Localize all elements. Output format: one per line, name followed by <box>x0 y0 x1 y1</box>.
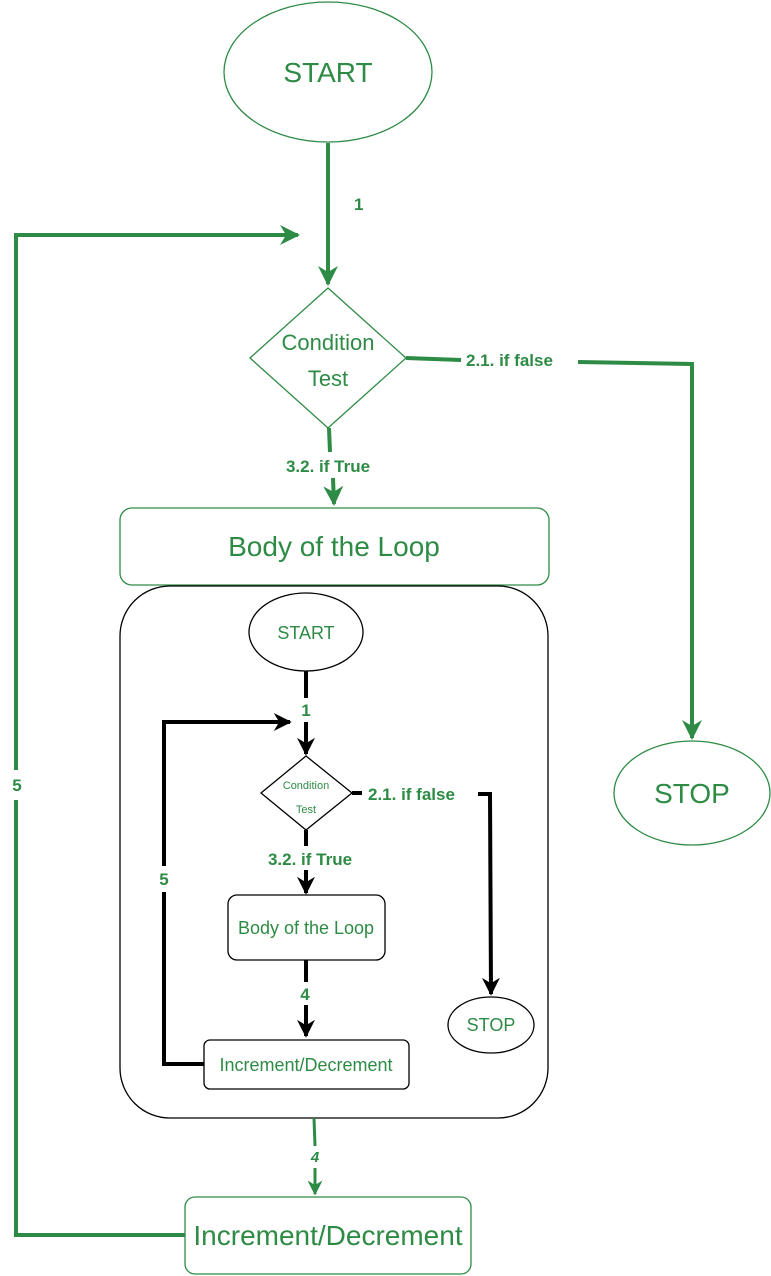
outer-edge-1-label: 1 <box>354 195 363 214</box>
outer-edge-true-label: 3.2. if True <box>286 457 370 476</box>
outer-edge-true-arrow <box>323 477 344 506</box>
inner-condition-label-1: Condition <box>283 780 329 792</box>
outer-edge-5-lower <box>14 800 185 1237</box>
outer-condition-label-2: Test <box>308 366 348 391</box>
inner-stop-label: STOP <box>467 1015 516 1035</box>
inner-condition-node: Condition Test <box>259 755 354 831</box>
inner-edge-false-to-stop <box>478 792 500 996</box>
outer-condition-node: Condition Test <box>249 287 407 429</box>
outer-increment-node: Increment/Decrement <box>184 1196 472 1275</box>
inner-increment-node: Increment/Decrement <box>203 1039 410 1090</box>
inner-body-label: Body of the Loop <box>238 918 374 938</box>
inner-edge-1-label: 1 <box>301 701 310 720</box>
inner-edge-5-lower <box>162 892 204 1066</box>
inner-loop-container <box>119 585 549 1119</box>
inner-condition-label-2: Test <box>296 804 316 816</box>
outer-start-node: START <box>223 1 433 143</box>
outer-start-label: START <box>283 57 372 88</box>
outer-edge-5-label: 5 <box>12 776 21 795</box>
inner-edge-true-label: 3.2. if True <box>268 850 352 869</box>
outer-edge-false-label: 2.1. if false <box>466 351 553 370</box>
outer-edge-4-label: 4 <box>310 1149 320 1166</box>
inner-edge-false-label: 2.1. if false <box>368 785 455 804</box>
inner-start-node: START <box>248 592 364 672</box>
outer-stop-node: STOP <box>613 740 771 846</box>
outer-edge-4 <box>312 1117 317 1147</box>
inner-body-node: Body of the Loop <box>227 894 386 961</box>
outer-edge-false-to-stop <box>577 360 702 740</box>
inner-stop-node: STOP <box>447 996 535 1054</box>
outer-stop-label: STOP <box>654 778 730 809</box>
inner-start-label: START <box>277 623 334 643</box>
outer-increment-label: Increment/Decrement <box>193 1220 462 1251</box>
inner-edge-4-label: 4 <box>300 985 310 1004</box>
outer-body-label: Body of the Loop <box>228 531 440 562</box>
inner-edge-5-label: 5 <box>159 870 168 889</box>
outer-body-node: Body of the Loop <box>119 507 550 586</box>
inner-increment-label: Increment/Decrement <box>219 1055 392 1075</box>
outer-edge-true <box>327 427 332 453</box>
inner-edge-5-upper <box>162 713 292 866</box>
outer-edge-5-upper <box>14 225 300 770</box>
outer-edge-false <box>405 356 462 362</box>
outer-condition-label-1: Condition <box>282 330 375 355</box>
